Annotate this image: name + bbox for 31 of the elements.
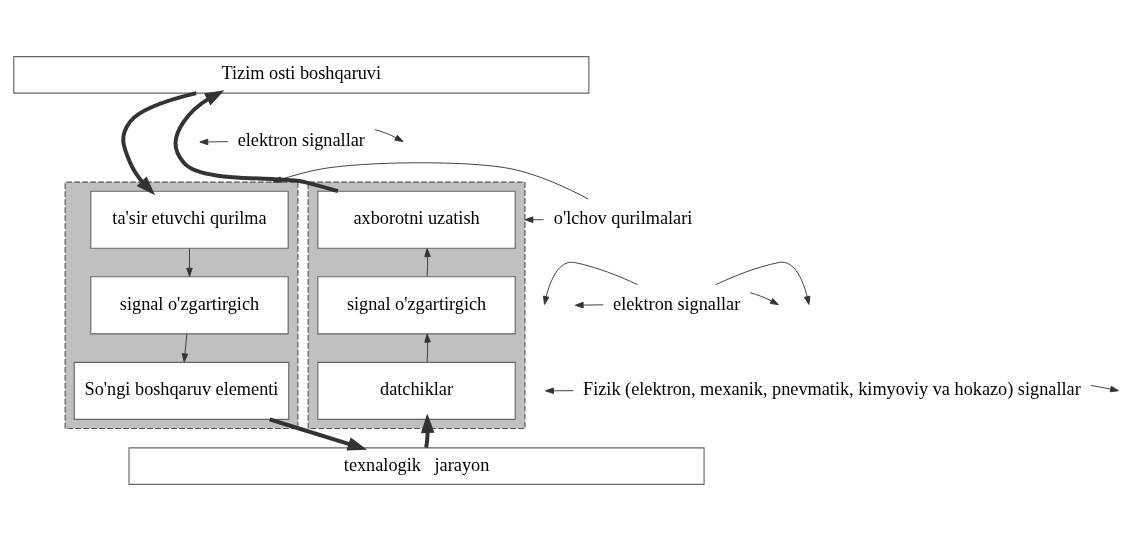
arrow [199, 138, 229, 145]
arrow [173, 89, 339, 193]
arrow [424, 247, 431, 277]
node-box: ta'sir etuvchi qurilma [90, 190, 289, 249]
node-box: signal o'zgartirgich [90, 275, 289, 334]
arrow [272, 161, 589, 199]
arrow [715, 261, 811, 305]
node-box: Tizim osti boshqaruvi [13, 55, 590, 94]
node-text: o'lchov qurilmalari [553, 207, 693, 228]
arrow [424, 333, 431, 362]
arrow [574, 301, 604, 308]
node-text: elektron signallar [237, 129, 365, 150]
cluster [64, 181, 299, 429]
arrow [181, 333, 189, 362]
arrow [543, 261, 639, 305]
arrow [269, 417, 368, 450]
arrow [374, 128, 404, 142]
node-box: signal o'zgartirgich [317, 275, 516, 334]
arrow [545, 387, 574, 394]
arrow [121, 90, 197, 195]
node-box: So'ngi boshqaruv elementi [73, 361, 290, 420]
arrow [186, 247, 193, 277]
arrow [1090, 384, 1119, 392]
node-text: Fizik (elektron, mexanik, pnevmatik, kimyoviy va hokazo) signallar [583, 378, 1081, 399]
arrow [524, 215, 544, 223]
node-box: axborotni uzatish [317, 190, 516, 249]
node-box: texnalogik jarayon [128, 446, 705, 485]
node-text: elektron signallar [613, 293, 741, 314]
arrow [749, 291, 779, 305]
cluster [307, 181, 526, 429]
node-box: datchiklar [317, 361, 516, 420]
